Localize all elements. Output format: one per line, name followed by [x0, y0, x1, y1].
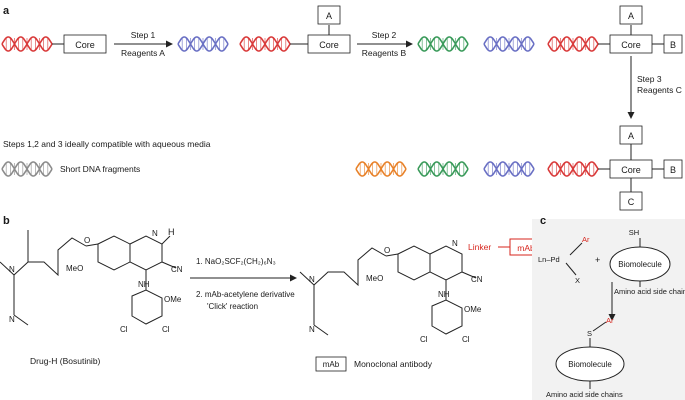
atom-ome: OMe: [164, 295, 182, 304]
atom-n: N: [9, 315, 15, 324]
tag-b-box: [663, 159, 683, 179]
tag-b-box: [663, 34, 683, 54]
tag-a-box: [317, 5, 341, 25]
core-label: Core: [319, 40, 339, 50]
panel-label-b: b: [3, 215, 10, 227]
atom-n: N: [452, 239, 458, 248]
tag-c-box: [619, 191, 643, 211]
mab-legend-box-label: mAb: [323, 360, 340, 369]
h-atom-label: H: [168, 227, 175, 237]
legend-dna-fragment: [1, 161, 53, 177]
bosutinib-caption: Drug-H (Bosutinib): [30, 356, 101, 366]
dna-fragment: [417, 36, 469, 52]
condition-1: 1. NaO₂SCF₂(CH₂)₆N₃: [196, 257, 276, 266]
sh-label: SH: [629, 228, 639, 237]
atom-cl: Cl: [162, 325, 170, 334]
atom-n: N: [309, 325, 315, 334]
dna-fragment: [417, 161, 469, 177]
atom-cn: CN: [471, 275, 483, 284]
condition-3: 'Click' reaction: [207, 302, 258, 311]
atom-cn: CN: [171, 265, 183, 274]
dna-fragment: [355, 161, 407, 177]
conjugate-structure: [299, 245, 477, 336]
atom-meo: MeO: [66, 264, 83, 273]
condition-2: 2. mAb-acetylene derivative: [196, 290, 295, 299]
atom-n: N: [309, 275, 315, 284]
tag-c-label: C: [628, 197, 635, 207]
step2-label: Step 2: [372, 30, 397, 40]
atom-cl: Cl: [120, 325, 128, 334]
aqueous-note: Steps 1,2 and 3 ideally compatible with …: [3, 139, 211, 149]
ar-label: Ar: [582, 235, 590, 244]
atom-o: O: [84, 236, 90, 245]
dna-fragment: [483, 36, 535, 52]
plus-sign: +: [595, 255, 600, 265]
reagents-b-label: Reagents B: [362, 48, 407, 58]
dna-fragment: [547, 36, 599, 52]
dna-fragment: [1, 36, 53, 52]
tag-b-label: B: [670, 165, 676, 175]
tag-a-label: A: [326, 11, 332, 21]
biomolecule-label-bottom: Biomolecule: [568, 360, 612, 369]
core-label: Core: [75, 40, 95, 50]
atom-ome: OMe: [464, 305, 482, 314]
mab-legend-box: [315, 356, 347, 372]
tag-a-label: A: [628, 131, 634, 141]
dna-fragment: [239, 36, 291, 52]
tag-a-box: [619, 5, 643, 25]
atom-meo: MeO: [366, 274, 383, 283]
core-label: Core: [621, 165, 641, 175]
linker-label: Linker: [468, 242, 491, 252]
atom-n: N: [9, 265, 15, 274]
s-label: S: [587, 329, 592, 338]
core-box: [63, 34, 107, 54]
bosutinib-structure: [0, 230, 177, 326]
core-label: Core: [621, 40, 641, 50]
side-chains-bottom: Amino acid side chains: [546, 390, 623, 399]
tag-b-label: B: [670, 40, 676, 50]
mab-label: mAb: [517, 243, 535, 253]
atom-n: N: [152, 229, 158, 238]
panel-label-c: c: [540, 215, 546, 227]
step1-label: Step 1: [131, 30, 156, 40]
x-label: X: [575, 276, 580, 285]
mab-legend-text: Monoclonal antibody: [354, 359, 433, 369]
atom-cl: Cl: [462, 335, 470, 344]
biomolecule-label-top: Biomolecule: [618, 260, 662, 269]
reagents-c-label: Reagents C: [637, 85, 682, 95]
dna-fragment: [547, 161, 599, 177]
pd-label: Ln–Pd: [538, 255, 560, 264]
tag-a-label: A: [628, 11, 634, 21]
ar-label-product: Ar: [606, 316, 614, 325]
legend-label: Short DNA fragments: [60, 164, 140, 174]
dna-fragment: [483, 161, 535, 177]
side-chains-top: Amino acid side chains: [614, 287, 685, 296]
panel-label-a: a: [3, 5, 10, 17]
reagents-a-label: Reagents A: [121, 48, 165, 58]
atom-nh: NH: [438, 290, 450, 299]
atom-cl: Cl: [420, 335, 428, 344]
step3-label: Step 3: [637, 74, 662, 84]
atom-nh: NH: [138, 280, 150, 289]
dna-fragment: [177, 36, 229, 52]
atom-o: O: [384, 246, 390, 255]
